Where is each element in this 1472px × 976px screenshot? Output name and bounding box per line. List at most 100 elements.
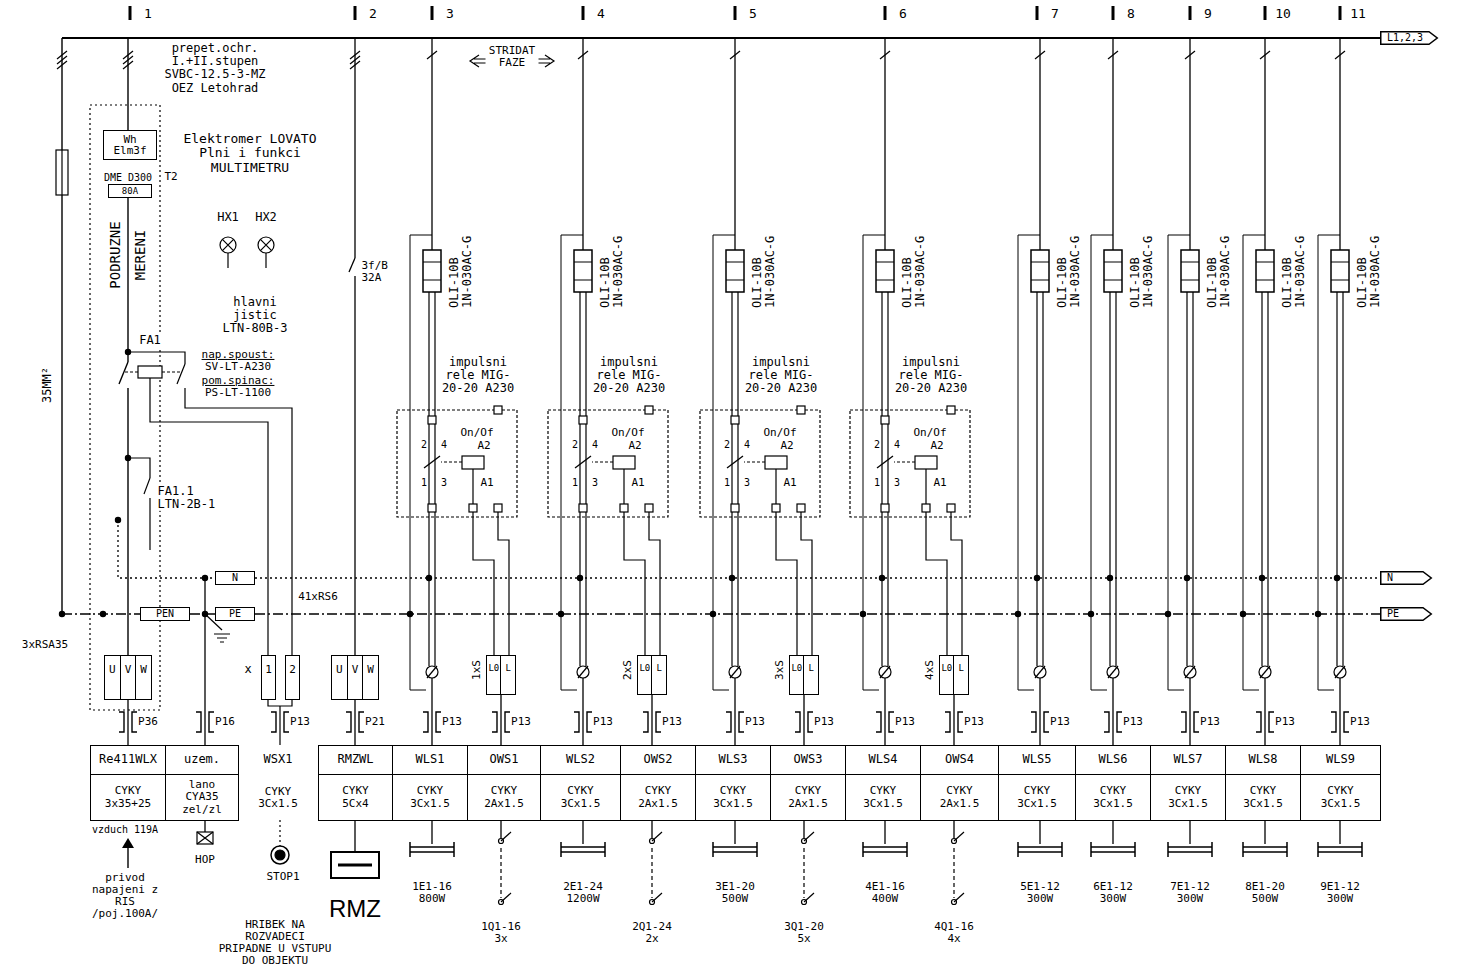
connector-number: P13 [1200, 716, 1220, 728]
terminal-cell: L [803, 655, 819, 695]
contact-number: 1 [724, 477, 730, 488]
load-label: 5E1-12 300W [1017, 881, 1063, 905]
conductor-size: 35MM² [41, 367, 54, 403]
column-marker [582, 6, 585, 20]
control-wire [473, 512, 494, 655]
conductor-mark [57, 61, 67, 69]
junction-dot [115, 517, 120, 522]
wire [1037, 292, 1043, 666]
cable-type: CYKY 3Cx1.5 [708, 785, 758, 809]
pushbutton-link [500, 848, 501, 898]
wire [354, 700, 355, 745]
terminal-symbol [729, 666, 741, 678]
device-label: HOP [195, 854, 215, 866]
breaker-type: OLI-10B 1N-030AC-G [901, 232, 927, 308]
table-row: CYKY 3Cx1.5 [1151, 775, 1225, 820]
relay-terminal [645, 406, 653, 414]
load-label: 4E1-16 400W [862, 881, 908, 905]
load-label: 6E1-12 300W [1090, 881, 1136, 905]
connector-bracket [945, 712, 950, 732]
pushbutton-symbol [954, 893, 964, 902]
contact-number: 4 [441, 439, 447, 450]
pushbutton-link [651, 848, 652, 898]
connector-number: P13 [745, 716, 765, 728]
wire [734, 820, 735, 844]
circuit-name: RMZWL [337, 753, 373, 766]
device-note: HRIBEK NA ROZVADECI PRIPADNE U VSTUPU DO… [217, 919, 333, 967]
table-row: CYKY 3Cx1.5 [696, 775, 770, 820]
meter-type: DME D300 [104, 172, 152, 183]
relay-terminal [494, 406, 502, 414]
connector-number: P13 [1123, 716, 1143, 728]
pushbutton-symbol [804, 832, 814, 841]
control-wire [624, 512, 645, 655]
connector-number: P13 [1275, 716, 1295, 728]
wire [580, 292, 586, 666]
relay-terminal [922, 504, 930, 512]
circuit-name: OWS1 [490, 753, 519, 766]
junction-dot [100, 611, 105, 616]
earth-symbol [214, 634, 230, 642]
relay-pin: On/Of [913, 427, 946, 439]
terminal-symbol [1107, 666, 1119, 678]
control-wire [925, 469, 926, 504]
column-number: 5 [749, 7, 757, 21]
terminal-cell: U [104, 655, 121, 700]
terminal-symbol [578, 666, 588, 678]
connector-bracket [1344, 712, 1349, 732]
connector-bracket [436, 712, 441, 732]
load-label: 2Q1-24 2x [629, 921, 675, 945]
neutral-wire [118, 520, 215, 578]
terminal-symbol [1334, 666, 1346, 678]
wire [1039, 38, 1040, 250]
luminaire-symbol [561, 842, 605, 857]
energy-meter: Wh Elm3f [103, 130, 157, 160]
node-text: N [230, 573, 240, 583]
control-wire [649, 512, 660, 655]
connector-bracket [876, 712, 881, 732]
rcbo-breaker [1104, 262, 1122, 280]
conductor-mark [350, 61, 360, 69]
bus-arrow: L1,2,3 [1380, 31, 1438, 45]
breaker-contact [144, 478, 150, 494]
rcbo-breaker [1181, 262, 1199, 280]
terminal-symbol [1034, 666, 1046, 678]
cable-type: CYKY 3x35+25 [103, 785, 153, 809]
mechanical-link [124, 371, 138, 372]
supply-arrow [127, 846, 128, 868]
rcbo-breaker [1031, 262, 1049, 280]
circuit-name: WLS4 [869, 753, 898, 766]
connector-bracket [958, 712, 963, 732]
breaker-type: OLI-10B 1N-030AC-G [1356, 232, 1382, 308]
circuit-name: WLS9 [1326, 753, 1355, 766]
connector-bracket [1181, 712, 1186, 732]
cable-type: CYKY 3Cx1.5 [405, 785, 455, 809]
table-row: CYKY 2Ax1.5 [921, 775, 998, 820]
lamp-label: HX2 [255, 211, 277, 224]
group-title: MERENI [133, 230, 148, 281]
signal-lamp [220, 237, 236, 253]
cable-type: CYKY 3Cx1.5 [858, 785, 908, 809]
column-number: 8 [1127, 7, 1135, 21]
column-marker [1264, 6, 1267, 20]
circuit-name: WLS1 [416, 753, 445, 766]
column-marker [1339, 6, 1342, 20]
earth-terminal [197, 832, 213, 844]
table-row: OWS2 [621, 746, 695, 775]
relay-note: impulsni rele MIG-20-20 A230 [593, 356, 665, 396]
table-row: CYKY 2Ax1.5 [621, 775, 695, 820]
connector-bracket [1194, 712, 1199, 732]
fuse-symbol [61, 150, 62, 195]
relay-pin: A1 [631, 477, 644, 489]
mechanical-link [894, 461, 915, 462]
rcbo-breaker [876, 262, 894, 280]
control-wire [268, 700, 292, 745]
cable-type: CYKY 5Cx4 [331, 785, 381, 809]
rcbo-breaker [1256, 262, 1274, 280]
column-marker [734, 6, 737, 20]
terminal-cell: 1 [261, 655, 276, 700]
wire [127, 388, 128, 655]
luminaire-symbol [1091, 842, 1135, 857]
breaker-type: OLI-10B 1N-030AC-G [1129, 232, 1155, 308]
node-text: N [1380, 573, 1393, 583]
